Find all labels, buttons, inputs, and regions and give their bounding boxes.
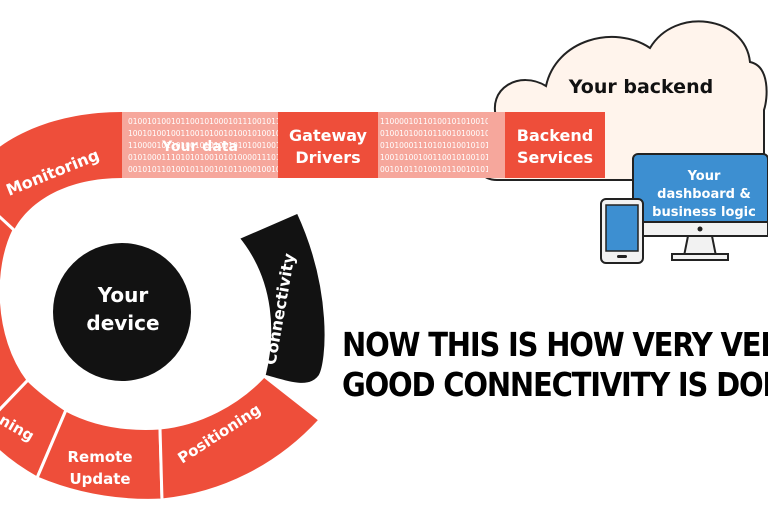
phone-icon	[600, 198, 644, 264]
connectivity-segment	[235, 210, 328, 386]
device-line-2: device	[86, 311, 159, 335]
backend-label: Backend	[517, 126, 593, 145]
slogan-line-1: NOW THIS IS HOW VERY VERY	[342, 326, 768, 365]
binary-row: 0010101101001011001010110001001011	[380, 165, 542, 174]
binary-row: 1100001011010010101001010100100100	[380, 117, 542, 126]
update-label: Update	[69, 470, 130, 488]
your-data-label: Your data	[161, 139, 238, 155]
monitoring-segment	[0, 112, 122, 230]
slogan-line-2: GOOD CONNECTIVITY IS DON	[342, 366, 768, 405]
dashboard-line-3: business logic	[652, 205, 756, 220]
drivers-label: Drivers	[295, 148, 360, 167]
binary-row: 0100101001011001010001011100101100	[380, 129, 542, 138]
device-circle	[53, 243, 191, 381]
binary-row: 0101000111010101001010100001110101	[380, 141, 542, 150]
binary-row: 0101000111010101001010100001110101	[128, 153, 290, 162]
dashboard-line-1: Your	[687, 169, 721, 184]
binary-row: 1100001011010010101001010100100100	[128, 141, 290, 150]
ring-left-segment	[0, 215, 30, 412]
monitor-icon	[632, 153, 768, 261]
gateway-drivers-block	[278, 112, 378, 178]
binary-row: 1001010010011001010010100101001011	[128, 129, 290, 138]
backend-services-block	[505, 112, 605, 178]
dashboard-line-2: dashboard &	[657, 187, 751, 202]
services-label: Services	[517, 148, 593, 167]
cloud-title: Your backend	[568, 76, 713, 98]
binary-row: 1001010010011001010010100101001011	[380, 153, 542, 162]
remote-label: Remote	[67, 448, 132, 466]
binary-stream-data: 0100101001011001010001011100101100 10010…	[128, 117, 290, 174]
gateway-label: Gateway	[289, 126, 368, 145]
binary-row: 0010101101001011001010110001001011	[128, 165, 290, 174]
positioning-segment	[158, 373, 323, 502]
binary-stream-mid: 1100001011010010101001010100100100 01001…	[380, 117, 542, 174]
binary-row: 0100101001011001010001011100101100	[128, 117, 290, 126]
device-line-1: Your	[97, 283, 149, 307]
